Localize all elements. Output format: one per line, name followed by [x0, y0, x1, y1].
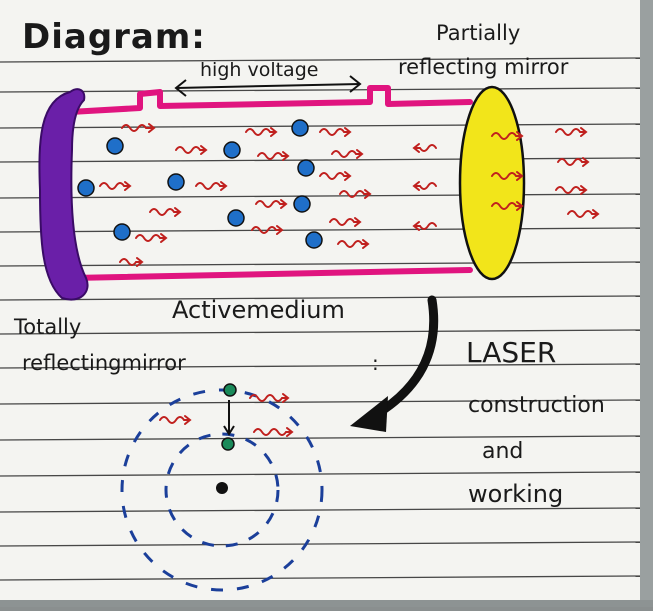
- total-mirror-label-line2: reflectingmirror: [22, 351, 186, 375]
- total-mirror-label-line1: Totally: [13, 315, 81, 339]
- active-medium-label: Activemedium: [172, 296, 345, 324]
- nucleus: [216, 482, 228, 494]
- caption-line3: and: [482, 439, 523, 464]
- partial-mirror-label-line1: Partially: [436, 21, 520, 45]
- excited-electron: [224, 384, 236, 396]
- page-edge-shadow: [640, 0, 653, 607]
- page-bottom-shadow: [0, 600, 653, 607]
- colon-mark: :: [372, 351, 379, 375]
- caption-line2: construction: [468, 393, 605, 418]
- caption-line4: working: [468, 480, 563, 508]
- partial-mirror-label-line2: reflecting mirror: [398, 55, 569, 79]
- ground-electron: [222, 438, 234, 450]
- partially-reflecting-mirror: [460, 87, 524, 279]
- diagram-heading: Diagram:: [22, 17, 206, 57]
- high-voltage-label: high voltage: [200, 59, 318, 81]
- caption-line1: LASER: [466, 336, 556, 369]
